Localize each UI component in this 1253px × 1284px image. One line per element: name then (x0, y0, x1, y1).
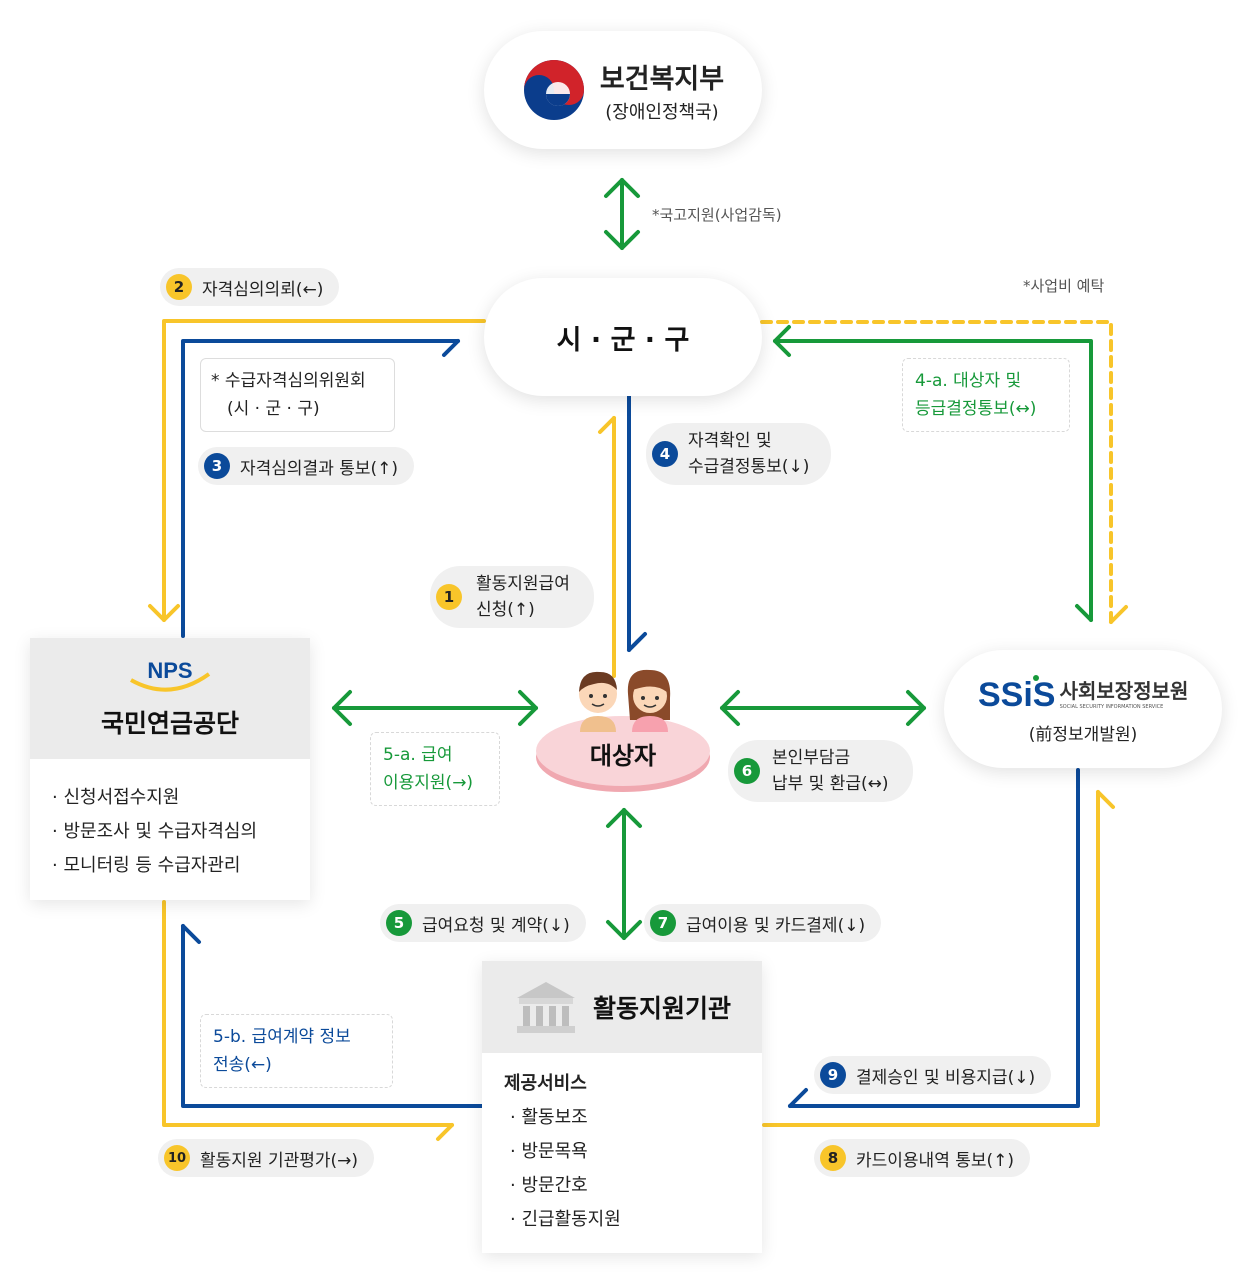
building-icon (516, 982, 575, 1033)
nps-logo-text: NPS (147, 658, 192, 683)
step10-text: 활동지원 기관평가(→) (200, 1150, 359, 1171)
agency-item-3: · 방문간호 (510, 1175, 588, 1196)
step4-line2: 수급결정통보(↓) (688, 457, 810, 477)
committee-note-line2: (시 · 군 · 구) (227, 399, 320, 419)
step5b-line1: 5-b. 급여계약 정보 (213, 1027, 351, 1047)
nps-item-3: · 모니터링 등 수급자관리 (52, 855, 241, 876)
nps-title: 국민연금공단 (100, 708, 239, 738)
nps-node: NPS 국민연금공단 · 신청서접수지원 · 방문조사 및 수급자격심의 · 모… (30, 638, 310, 900)
committee-note: * 수급자격심의위원회 (시 · 군 · 구) (200, 358, 395, 432)
ssis-tagline: SOCIAL SECURITY INFORMATION SERVICE (1059, 704, 1164, 710)
step2-badge: 2 (166, 274, 192, 300)
recipient-base (536, 716, 710, 786)
committee-note-line1: * 수급자격심의위원회 (211, 371, 366, 391)
ssis-name: 사회보장정보원 (1059, 679, 1189, 703)
step7-text: 급여이용 및 카드결제(↓) (686, 915, 866, 936)
step9-line (788, 768, 1080, 1108)
nps-item-2: · 방문조사 및 수급자격심의 (52, 821, 258, 842)
agency-title: 활동지원기관 (592, 994, 731, 1023)
step5-text: 급여요청 및 계약(↓) (422, 915, 570, 936)
step5b-label: 5-b. 급여계약 정보 전송(←) (200, 1014, 393, 1088)
step6-label: 6 본인부담금 납부 및 환급(↔) (728, 740, 913, 802)
step3-line (181, 339, 460, 638)
step3-badge: 3 (204, 453, 230, 479)
step1-line2: 신청(↑) (476, 600, 535, 620)
step3-label: 3 자격심의결과 통보(↑) (198, 447, 415, 485)
step5-badge: 5 (386, 910, 412, 936)
nps-item-1: · 신청서접수지원 (52, 787, 180, 808)
step8-text: 카드이용내역 통보(↑) (856, 1150, 1015, 1171)
step2-label: 2 자격심의의뢰(←) (160, 268, 340, 306)
entrust-line (760, 320, 1113, 624)
step5a-label: 5-a. 급여 이용지원(→) (370, 732, 500, 806)
step7-badge: 7 (650, 910, 676, 936)
nps-logo-icon: NPS (130, 658, 211, 692)
ministry-node: 보건복지부 (장애인정책국) (484, 31, 762, 149)
step4a-line1: 4-a. 대상자 및 (915, 371, 1022, 391)
step8-badge: 8 (820, 1145, 846, 1171)
ssis-logo-icon: SSiS (978, 674, 1055, 712)
step10-badge: 10 (164, 1145, 190, 1171)
agency-item-1: · 활동보조 (510, 1107, 588, 1128)
step6-line2: 납부 및 환급(↔) (772, 774, 889, 794)
recipient-title: 대상자 (589, 742, 657, 770)
step4a-label: 4-a. 대상자 및 등급결정통보(↔) (902, 358, 1070, 432)
taegeuk-emblem-icon (523, 60, 584, 120)
step5b-line (181, 924, 484, 1108)
step8-line (762, 790, 1100, 1127)
recipient-people-icon (579, 669, 671, 732)
ministry-title: 보건복지부 (599, 63, 725, 95)
step1-label: 1 활동지원급여 신청(↑) (430, 566, 594, 628)
ssis-subtitle: (前정보개발원) (1028, 724, 1138, 745)
step8-label: 8 카드이용내역 통보(↑) (814, 1139, 1031, 1177)
entrust-note: *사업비 예탁 (1023, 277, 1105, 295)
step4a-line (773, 339, 1093, 622)
agency-item-2: · 방문목욕 (510, 1141, 588, 1162)
step4-label: 4 자격확인 및 수급결정통보(↓) (646, 423, 832, 485)
step5b-line2: 전송(←) (213, 1055, 272, 1075)
step6-badge: 6 (734, 758, 760, 784)
step5a-line1: 5-a. 급여 (383, 745, 453, 765)
step4a-line2: 등급결정통보(↔) (915, 399, 1037, 419)
step10-label: 10 활동지원 기관평가(→) (158, 1139, 375, 1177)
city-node: 시 · 군 · 구 (484, 278, 762, 396)
step6-line1: 본인부담금 (772, 748, 851, 768)
step4-line1: 자격확인 및 (688, 431, 772, 451)
step5a-line2: 이용지원(→) (383, 773, 474, 793)
step1-line1: 활동지원급여 (476, 574, 570, 594)
agency-services-title: 제공서비스 (504, 1073, 587, 1094)
step9-label: 9 결제승인 및 비용지급(↓) (814, 1056, 1052, 1094)
step9-badge: 9 (820, 1062, 846, 1088)
step3-text: 자격심의결과 통보(↑) (240, 458, 399, 479)
gov-support-note: *국고지원(사업감독) (652, 206, 782, 224)
recipient-node: 대상자 (536, 664, 710, 788)
ssis-logo-text: SSiS (978, 676, 1055, 712)
step5-label: 5 급여요청 및 계약(↓) (380, 904, 586, 942)
city-title: 시 · 군 · 구 (556, 324, 690, 356)
ssis-node: SSiS 사회보장정보원 SOCIAL SECURITY INFORMATION… (944, 650, 1222, 768)
step2-text: 자격심의의뢰(←) (202, 279, 324, 300)
step4-badge: 4 (652, 441, 678, 467)
step2-line (162, 319, 486, 622)
step10-line (162, 900, 454, 1127)
agency-node: 활동지원기관 제공서비스 · 활동보조 · 방문목욕 · 방문간호 · 긴급활동… (482, 961, 762, 1253)
agency-item-4: · 긴급활동지원 (510, 1209, 621, 1230)
ministry-subtitle: (장애인정책국) (605, 101, 719, 123)
step1-badge: 1 (436, 584, 462, 610)
step9-text: 결제승인 및 비용지급(↓) (856, 1067, 1036, 1088)
step7-label: 7 급여이용 및 카드결제(↓) (644, 904, 882, 942)
